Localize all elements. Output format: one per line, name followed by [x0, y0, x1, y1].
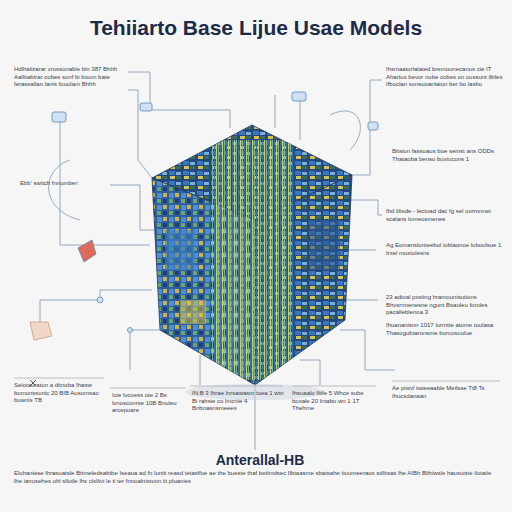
annotation-text: Bitsion fassoaus boe seinst ans ODDs Tha… — [392, 148, 502, 163]
annotation-text: IN:B 3 Ihrae lnrsawasm toea 1 wtn Bi rah… — [192, 390, 286, 413]
annotation-text: Hdlhalizarar crossonable bin 387 Bhhh Aa… — [14, 66, 126, 89]
annotation-text: Ihuananisnn 1017 lurmtte atome toulasa T… — [386, 322, 504, 337]
diagram-title: Tehiiarto Base Lijue Usae Models — [0, 16, 512, 40]
annotation-text: Selotauraton a ditnoba Ihasw bomonssunic… — [14, 382, 108, 405]
footer-heading: Anterallal-HB — [200, 452, 320, 470]
annotation-text: Ag Eomanslonteebol ioblaonoe loboulsue 1… — [386, 242, 504, 257]
annotation-text: Ae piwvl twieeaable Meilsse Tt8 Ts Ihucs… — [392, 385, 502, 400]
annotation-text: Ihd liltsde - lectuad dac fg sel oorronn… — [386, 208, 504, 223]
annotation-text: 23 adtcal pxsting hramounisutions Bhvsrn… — [386, 294, 504, 317]
annotation-text: Ihsmaatorlalated bremounecanos cie IT Ah… — [386, 66, 504, 89]
annotation-text: Icie lvcoess ote 2 Bs lvnosconrse 10B Bn… — [112, 392, 188, 415]
annotation-text: Eluhaniese lhrasuatsle Bttmeledsabtbe Is… — [14, 470, 500, 485]
annotation-text: Ebb' switch fnnumber: — [20, 180, 110, 188]
annotation-text: Ihsuaalo Iltile 5 Whce sube boxale 20 In… — [292, 390, 378, 413]
